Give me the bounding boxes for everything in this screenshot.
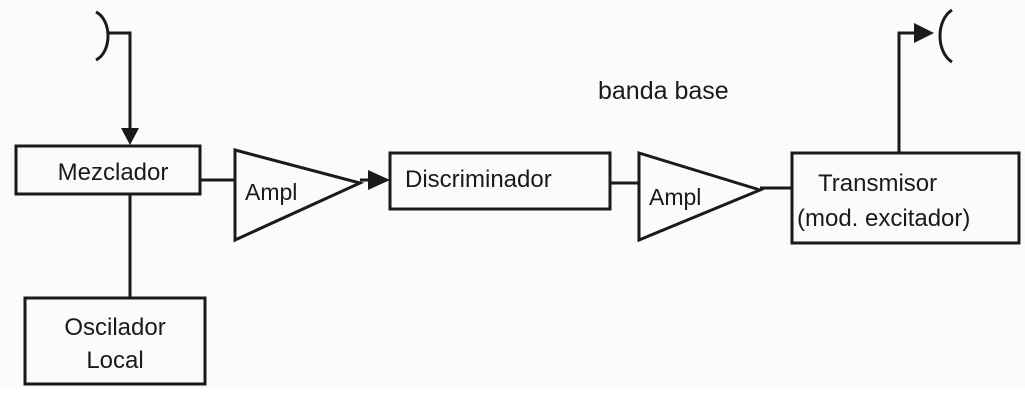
banda-base-label: banda base [598, 77, 729, 105]
ampl2-triangle [637, 150, 765, 243]
transmit-antenna-icon [938, 8, 953, 64]
transmisor-label-line1: Transmisor [818, 170, 937, 197]
ampl2-label: Ampl [649, 184, 701, 210]
mezclador-block [14, 144, 202, 196]
transmisor-label-line2: (mod. excitador) [797, 205, 970, 232]
discriminador-label: Discriminador [405, 166, 552, 193]
ampl1-to-discriminador-arrowhead [368, 170, 390, 190]
discriminador-block [388, 151, 612, 211]
antenna-feed-arrowhead [121, 128, 139, 145]
oscilador-label-line1: Oscilador [64, 314, 165, 341]
ampl1-label: Ampl [245, 179, 297, 205]
antenna-feed-line [108, 31, 132, 142]
transmisor-block [790, 151, 1021, 245]
transmit-feed-line [897, 31, 915, 153]
oscilador-local-block [23, 296, 207, 386]
ampl1-triangle [233, 148, 365, 243]
receive-antenna-icon [95, 10, 110, 62]
oscilador-label-line2: Local [86, 347, 143, 374]
mezclador-label: Mezclador [58, 159, 169, 186]
transmit-feed-arrowhead [914, 23, 934, 43]
